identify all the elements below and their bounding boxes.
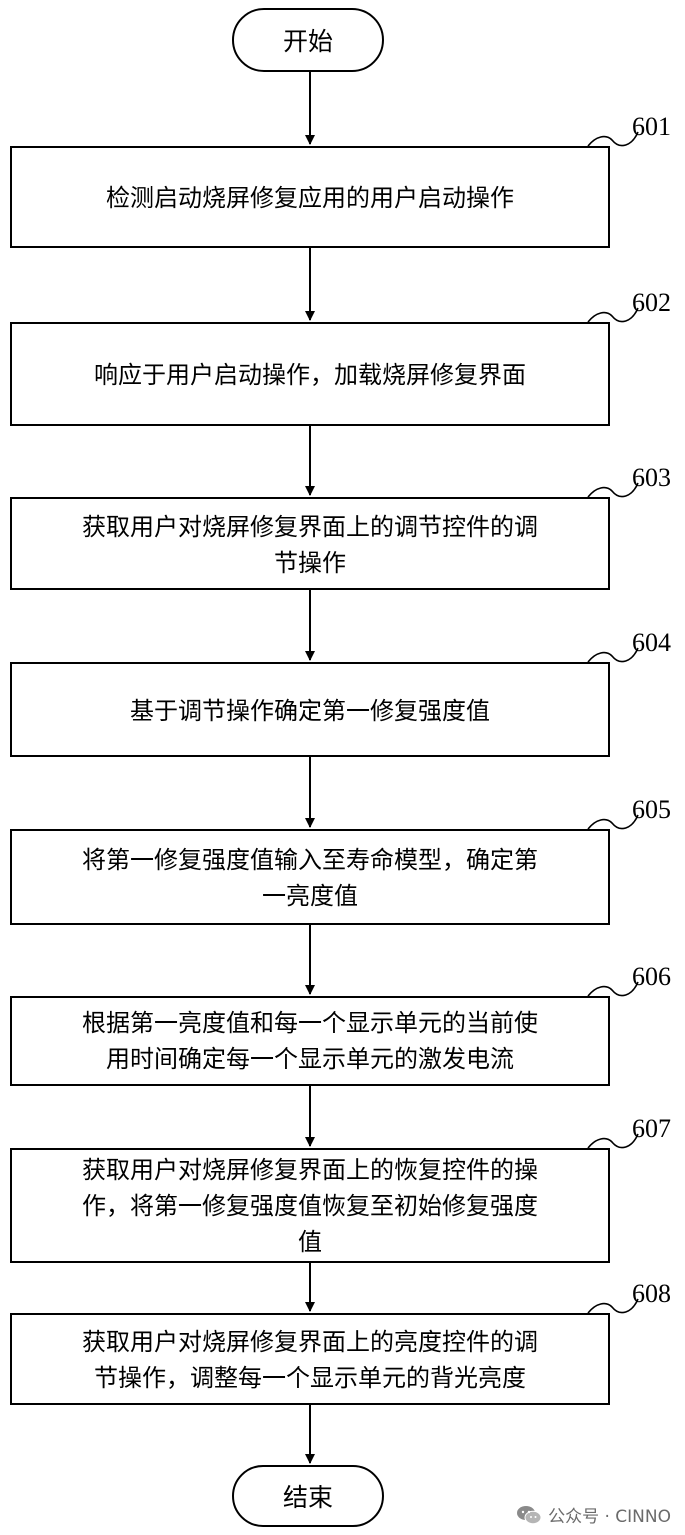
step-text-604: 基于调节操作确定第一修复强度值 [130,697,490,725]
leader-605 [587,814,639,830]
step-number-603: 603 [632,463,671,492]
step-box-605: 将第一修复强度值输入至寿命模型，确定第 一亮度值 [10,829,610,925]
step-text-608: 获取用户对烧屏修复界面上的亮度控件的调 节操作，调整每一个显示单元的背光亮度 [82,1328,538,1392]
end-terminal: 结束 [232,1465,384,1527]
step-text-602: 响应于用户启动操作，加载烧屏修复界面 [94,361,526,389]
step-box-604: 基于调节操作确定第一修复强度值 [10,662,610,757]
step-number-602: 602 [632,288,671,317]
step-text-607: 获取用户对烧屏修复界面上的恢复控件的操 作，将第一修复强度值恢复至初始修复强度 … [82,1156,538,1256]
step-text-605: 将第一修复强度值输入至寿命模型，确定第 一亮度值 [82,846,538,910]
step-number-607: 607 [632,1114,671,1143]
leader-608 [587,1298,639,1314]
start-label: 开始 [282,27,333,56]
step-box-601: 检测启动烧屏修复应用的用户启动操作 [10,146,610,248]
start-terminal: 开始 [232,8,384,72]
step-text-603: 获取用户对烧屏修复界面上的调节控件的调 节操作 [82,513,538,577]
step-number-608: 608 [632,1279,671,1308]
leader-604 [587,647,639,663]
step-number-605: 605 [632,795,671,824]
step-number-604: 604 [632,628,671,657]
end-label: 结束 [282,1483,333,1512]
step-text-601: 检测启动烧屏修复应用的用户启动操作 [106,184,514,212]
leader-601 [587,131,639,147]
wechat-icon [517,1505,542,1524]
step-text-606: 根据第一亮度值和每一个显示单元的当前使 用时间确定每一个显示单元的激发电流 [82,1009,538,1073]
step-number-606: 606 [632,962,671,991]
step-box-602: 响应于用户启动操作，加载烧屏修复界面 [10,322,610,426]
leader-603 [587,482,639,498]
step-box-606: 根据第一亮度值和每一个显示单元的当前使 用时间确定每一个显示单元的激发电流 [10,996,610,1086]
step-box-608: 获取用户对烧屏修复界面上的亮度控件的调 节操作，调整每一个显示单元的背光亮度 [10,1313,610,1405]
step-box-603: 获取用户对烧屏修复界面上的调节控件的调 节操作 [10,497,610,590]
watermark: 公众号 · CINNO [516,1502,671,1527]
leader-602 [587,307,639,323]
leader-607 [587,1133,639,1149]
leader-606 [587,981,639,997]
watermark-text: 公众号 · CINNO [548,1507,671,1527]
step-box-607: 获取用户对烧屏修复界面上的恢复控件的操 作，将第一修复强度值恢复至初始修复强度 … [10,1148,610,1263]
step-number-601: 601 [632,112,671,141]
